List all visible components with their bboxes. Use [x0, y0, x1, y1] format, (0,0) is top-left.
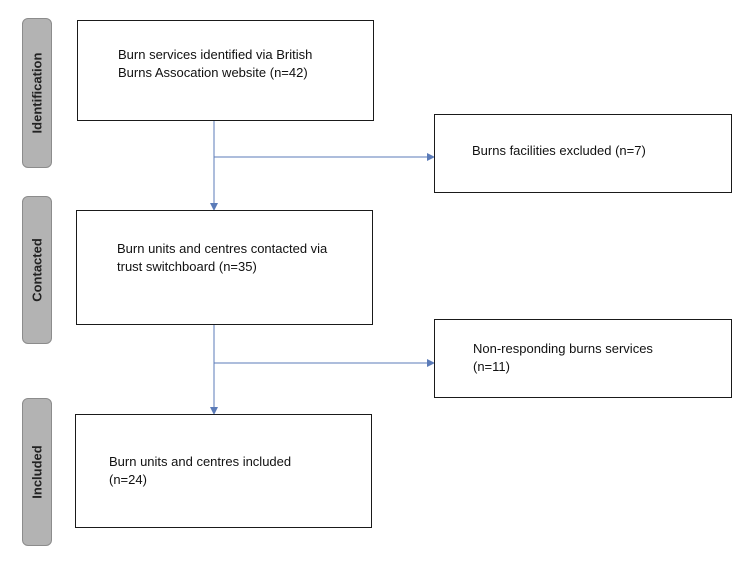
box-units-contacted: Burn units and centres contacted via tru… [76, 210, 373, 325]
box-facilities-excluded-line1: Burns facilities excluded (n=7) [472, 143, 646, 158]
box-non-responding: Non-responding burns services (n=11) [434, 319, 732, 398]
box-units-included-line1: Burn units and centres included [109, 454, 292, 469]
box-non-responding-line1: Non-responding burns services [473, 341, 653, 356]
box-non-responding-line2: (n=11) [473, 359, 510, 374]
box-units-contacted-line1: Burn units and centres contacted via [117, 241, 328, 256]
box-units-included: Burn units and centres included (n=24) [75, 414, 372, 528]
box-units-included-line2: (n=24) [109, 472, 147, 487]
box-services-identified: Burn services identified via British Bur… [77, 20, 374, 121]
stage-contacted: Contacted [22, 196, 52, 344]
stage-identification: Identification [22, 18, 52, 168]
stage-included: Included [22, 398, 52, 546]
box-facilities-excluded: Burns facilities excluded (n=7) [434, 114, 732, 193]
box-units-contacted-line2: trust switchboard (n=35) [117, 259, 257, 274]
box-services-identified-line2: Burns Assocation website (n=42) [118, 65, 308, 80]
box-services-identified-line1: Burn services identified via British [118, 47, 313, 62]
